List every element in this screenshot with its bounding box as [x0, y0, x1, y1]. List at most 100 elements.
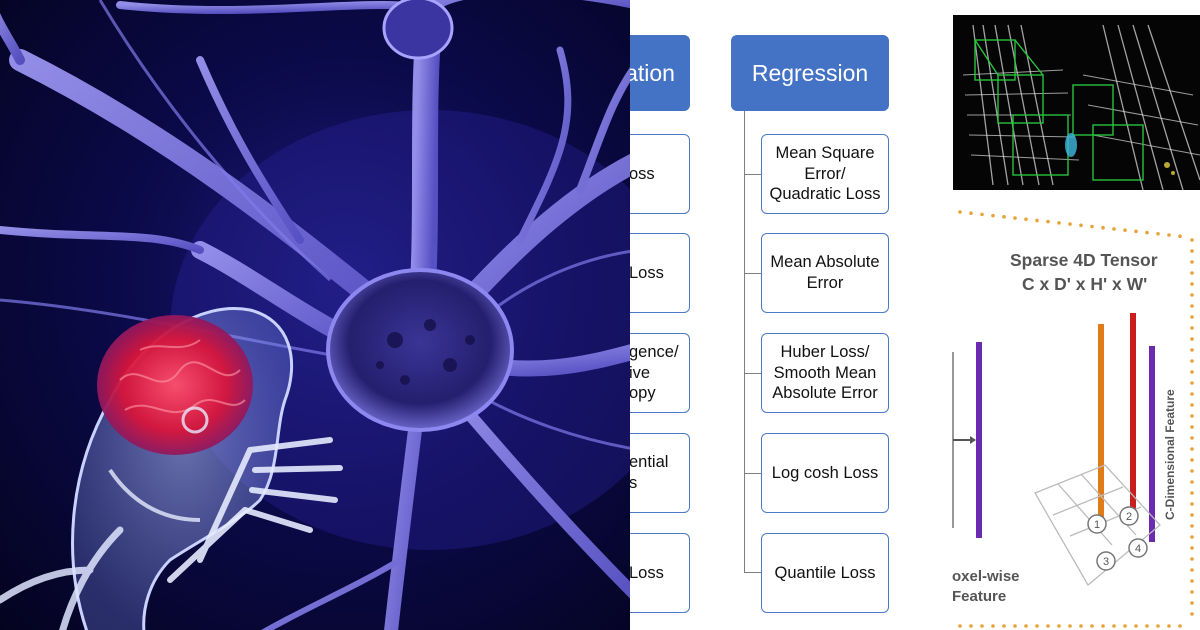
- frame-dot: [1057, 624, 1061, 628]
- classification-item: Loss: [630, 533, 690, 613]
- regression-item: Mean Absolute Error: [761, 233, 889, 313]
- regression-item-label: Mean Square Error/ Quadratic Loss: [769, 144, 881, 204]
- frame-dot: [958, 210, 962, 214]
- frame-dot: [1079, 624, 1083, 628]
- frame-dot: [991, 213, 995, 218]
- frame-dot: [1090, 224, 1094, 229]
- frame-dot: [1190, 568, 1194, 572]
- purple-feature-bar-left: [976, 342, 982, 538]
- frame-dot: [1190, 392, 1194, 396]
- frame-dot: [1134, 229, 1138, 234]
- frame-dot: [1013, 624, 1017, 628]
- classification-header: ation: [630, 35, 690, 111]
- regression-tree-trunk: [744, 111, 746, 573]
- frame-dot: [1190, 370, 1194, 374]
- frame-dot: [1190, 590, 1194, 594]
- regression-tree-branch: [744, 373, 761, 375]
- cell-marker-1: [1087, 514, 1107, 534]
- classification-item: Loss: [630, 233, 690, 313]
- frame-dot: [991, 624, 995, 628]
- tensor-title-line1: Sparse 4D Tensor: [1010, 250, 1158, 270]
- frame-dot: [1002, 624, 1006, 628]
- frame-dot: [1190, 359, 1194, 363]
- regression-tree-branch: [744, 473, 761, 475]
- frame-dot: [1190, 502, 1194, 506]
- neuron-artwork: [0, 0, 630, 630]
- classification-item-label: Loss: [630, 563, 664, 582]
- voxel-grid: [1034, 464, 1161, 586]
- frame-dot: [1035, 218, 1039, 223]
- frame-dot: [1190, 249, 1194, 253]
- frame-dot: [1002, 215, 1006, 219]
- frame-dot: [1156, 624, 1160, 628]
- frame-dot: [1190, 271, 1194, 275]
- frame-dot: [1190, 304, 1194, 308]
- frame-dot: [958, 624, 962, 628]
- frame-dot: [1190, 458, 1194, 462]
- classification-item: gence/ ive opy: [630, 333, 690, 413]
- c-dimensional-feature-label: C-Dimensional Feature: [1163, 389, 1177, 520]
- frame-dot: [1145, 624, 1149, 628]
- frame-dot: [969, 624, 973, 628]
- frame-dot: [1101, 225, 1105, 230]
- frame-dot: [1190, 535, 1194, 539]
- frame-dot: [1190, 348, 1194, 352]
- frame-dot: [1090, 624, 1094, 628]
- cell-marker-4: [1128, 538, 1148, 558]
- frame-dot: [1112, 624, 1116, 628]
- cell-marker-3: [1096, 551, 1116, 571]
- regression-tree-branch: [744, 174, 761, 176]
- classification-item-label: gence/ ive opy: [630, 343, 679, 403]
- regression-tree-branch: [744, 572, 761, 574]
- cell-number: 4: [1135, 543, 1141, 555]
- loss-function-diagram: ation Regression oss Loss gence/ ive opy…: [630, 0, 930, 630]
- frame-dot: [1190, 414, 1194, 418]
- frame-dot: [1190, 513, 1194, 517]
- frame-dot: [969, 211, 973, 216]
- frame-dot: [1145, 230, 1149, 235]
- frame-dot: [980, 624, 984, 628]
- frame-dot: [1190, 282, 1194, 286]
- frame-dot: [1156, 231, 1160, 236]
- cell-number: 3: [1103, 556, 1109, 568]
- frame-dot: [1190, 579, 1194, 583]
- classification-item: ential s: [630, 433, 690, 513]
- sparse-tensor-figure: 1 2 3 4 Sparse 4D Tensor C x D' x H' x W…: [930, 0, 1200, 630]
- frame-dot: [1190, 337, 1194, 341]
- frame-dot: [1123, 228, 1127, 232]
- frame-dot: [1068, 624, 1072, 628]
- frame-dot: [1190, 601, 1194, 605]
- regression-header-label: Regression: [751, 59, 869, 86]
- frame-dot: [1190, 326, 1194, 330]
- frame-dot: [1167, 233, 1171, 237]
- frame-dot: [1079, 223, 1083, 228]
- frame-dot: [1123, 624, 1127, 628]
- regression-item: Huber Loss/ Smooth Mean Absolute Error: [761, 333, 889, 413]
- frame-dot: [1190, 293, 1194, 297]
- frame-dot: [1046, 624, 1050, 628]
- frame-dot: [1013, 216, 1017, 220]
- frame-dot: [1024, 624, 1028, 628]
- frame-dot: [1190, 315, 1194, 319]
- frame-dot: [1190, 546, 1194, 550]
- cell-number: 1: [1094, 519, 1100, 531]
- red-feature-bar: [1130, 313, 1136, 509]
- frame-dot: [1024, 217, 1028, 222]
- orange-feature-bar: [1098, 324, 1104, 520]
- frame-dot: [1178, 624, 1182, 628]
- classification-header-label: ation: [630, 59, 675, 86]
- frame-dot: [1190, 436, 1194, 440]
- frame-dot: [1167, 624, 1171, 628]
- purple-feature-bar-right: [1149, 346, 1155, 542]
- frame-dot: [1190, 524, 1194, 528]
- frame-dot: [1190, 260, 1194, 264]
- regression-item-label: Mean Absolute Error: [770, 253, 880, 292]
- regression-item: Mean Square Error/ Quadratic Loss: [761, 134, 889, 214]
- classification-item-label: oss: [630, 164, 655, 183]
- arrow-head-icon: [970, 436, 976, 444]
- frame-dot: [1190, 612, 1194, 616]
- frame-dot: [1190, 403, 1194, 407]
- frame-dot: [1057, 221, 1061, 225]
- regression-item: Quantile Loss: [761, 533, 889, 613]
- frame-dot: [1190, 425, 1194, 429]
